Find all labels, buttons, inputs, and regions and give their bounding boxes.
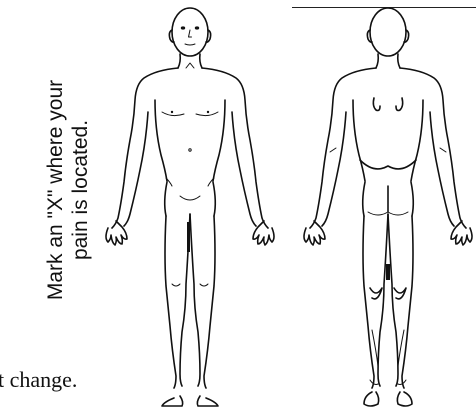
instruction-line-1: Mark an "X" where your bbox=[43, 80, 68, 300]
body-back-view-icon[interactable] bbox=[298, 0, 476, 410]
instruction-line-2: pain is located. bbox=[68, 80, 93, 300]
body-front-view-icon[interactable] bbox=[100, 0, 280, 410]
cut-off-text: t change. bbox=[0, 367, 77, 393]
